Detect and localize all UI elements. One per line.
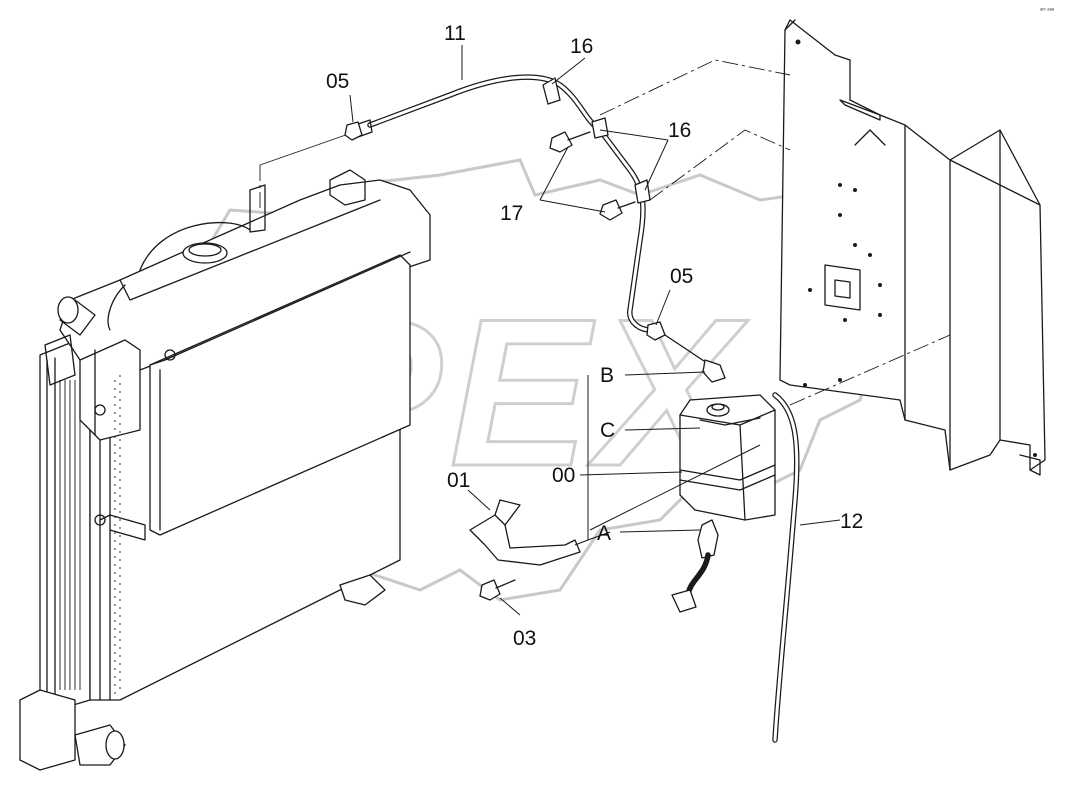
callout-11: 11: [444, 22, 466, 45]
corner-mark: ᵃᵐ ᵃᵃᵃ: [1040, 8, 1055, 14]
callout-01: 01: [447, 469, 470, 492]
callout-03: 03: [513, 627, 536, 650]
callout-17: 17: [500, 202, 523, 225]
bolts-17: [549, 131, 636, 221]
callout-05-lower: 05: [670, 265, 693, 288]
callout-05-upper: 05: [326, 70, 349, 93]
leader-lines: [349, 45, 841, 616]
callout-16-lower: 16: [668, 119, 691, 142]
callout-16-upper: 16: [570, 35, 593, 58]
overflow-hose: [772, 392, 800, 743]
level-sensor-connector: [671, 519, 719, 613]
bolt-03: [479, 579, 516, 601]
callout-labels: 11 05 16 16 17 05 B C 00 01 A 12 03: [326, 22, 863, 650]
callout-A: A: [597, 522, 611, 545]
callout-C: C: [600, 419, 615, 442]
frame-panel: [779, 19, 1046, 476]
coolant-reserve-tank: [679, 394, 776, 521]
vent-hose: [354, 74, 726, 383]
nut-05-upper: [344, 121, 363, 141]
callout-00: 00: [552, 464, 575, 487]
radiator-assembly: [19, 169, 431, 771]
phantom-lines: [259, 59, 951, 406]
tank-mounting-bracket: [469, 499, 581, 566]
callout-B: B: [600, 364, 614, 387]
callout-12: 12: [840, 510, 863, 533]
